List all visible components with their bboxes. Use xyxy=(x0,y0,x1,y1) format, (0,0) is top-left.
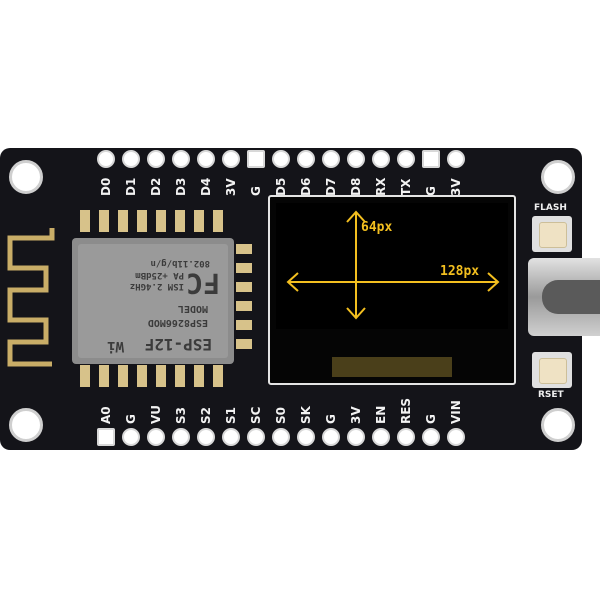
top-pin xyxy=(422,150,440,168)
top-pin xyxy=(172,150,190,168)
top-pin xyxy=(297,150,315,168)
arrow-horizontal xyxy=(286,272,500,292)
bottom-pin xyxy=(297,428,315,446)
width-dimension-label: 128px xyxy=(440,264,480,279)
top-pin xyxy=(447,150,465,168)
module-pad xyxy=(156,365,166,387)
flash-button[interactable] xyxy=(532,216,572,252)
module-pad xyxy=(80,365,90,387)
module-pad xyxy=(236,339,252,349)
module-pad xyxy=(194,210,204,232)
module-pad xyxy=(236,301,252,311)
top-pin xyxy=(322,150,340,168)
bottom-pin xyxy=(247,428,265,446)
top-pin xyxy=(222,150,240,168)
top-pin xyxy=(247,150,265,168)
top-pin xyxy=(372,150,390,168)
top-pin xyxy=(347,150,365,168)
module-pad xyxy=(236,282,252,292)
top-pin xyxy=(272,150,290,168)
module-pad xyxy=(213,365,223,387)
mounting-hole-bottom-right xyxy=(541,408,575,442)
module-pad xyxy=(175,210,185,232)
bottom-pin xyxy=(422,428,440,446)
module-pad xyxy=(118,365,128,387)
module-pad xyxy=(99,365,109,387)
arrow-vertical xyxy=(346,210,366,320)
bottom-pin xyxy=(172,428,190,446)
flash-label: FLASH xyxy=(534,203,567,213)
module-pad xyxy=(118,210,128,232)
oled-flex-cable xyxy=(332,357,452,377)
bottom-pin xyxy=(397,428,415,446)
top-pin xyxy=(197,150,215,168)
bottom-pin xyxy=(147,428,165,446)
module-pad xyxy=(137,210,147,232)
bottom-pin xyxy=(272,428,290,446)
module-pad xyxy=(194,365,204,387)
oled-display xyxy=(268,195,516,385)
module-pad xyxy=(80,210,90,232)
bottom-pin xyxy=(197,428,215,446)
top-pin xyxy=(97,150,115,168)
module-pad xyxy=(137,365,147,387)
top-pin xyxy=(147,150,165,168)
bottom-pin xyxy=(322,428,340,446)
module-pad xyxy=(236,320,252,330)
oled-glass xyxy=(276,203,508,329)
reset-button[interactable] xyxy=(532,352,572,388)
usb-c-connector[interactable] xyxy=(528,258,600,336)
bottom-pin xyxy=(122,428,140,446)
bottom-pin xyxy=(97,428,115,446)
bottom-pin xyxy=(347,428,365,446)
module-shield-can xyxy=(78,244,228,358)
bottom-pin xyxy=(372,428,390,446)
module-pad xyxy=(99,210,109,232)
module-pad xyxy=(175,365,185,387)
bottom-pin xyxy=(222,428,240,446)
mounting-hole-top-left xyxy=(9,160,43,194)
module-pad xyxy=(156,210,166,232)
esp8266-module: FC 802.11b/g/n PA +25dBm ISM 2.4GHz MODE… xyxy=(72,238,234,364)
top-pin xyxy=(122,150,140,168)
usb-c-port xyxy=(542,280,600,314)
reset-label: RSET xyxy=(538,390,564,400)
height-dimension-label: 64px xyxy=(361,220,393,235)
module-pad xyxy=(213,210,223,232)
mounting-hole-top-right xyxy=(541,160,575,194)
module-pad xyxy=(236,263,252,273)
pcb-antenna-trace xyxy=(7,228,55,367)
module-pad xyxy=(236,244,252,254)
bottom-pin xyxy=(447,428,465,446)
top-pin xyxy=(397,150,415,168)
mounting-hole-bottom-left xyxy=(9,408,43,442)
